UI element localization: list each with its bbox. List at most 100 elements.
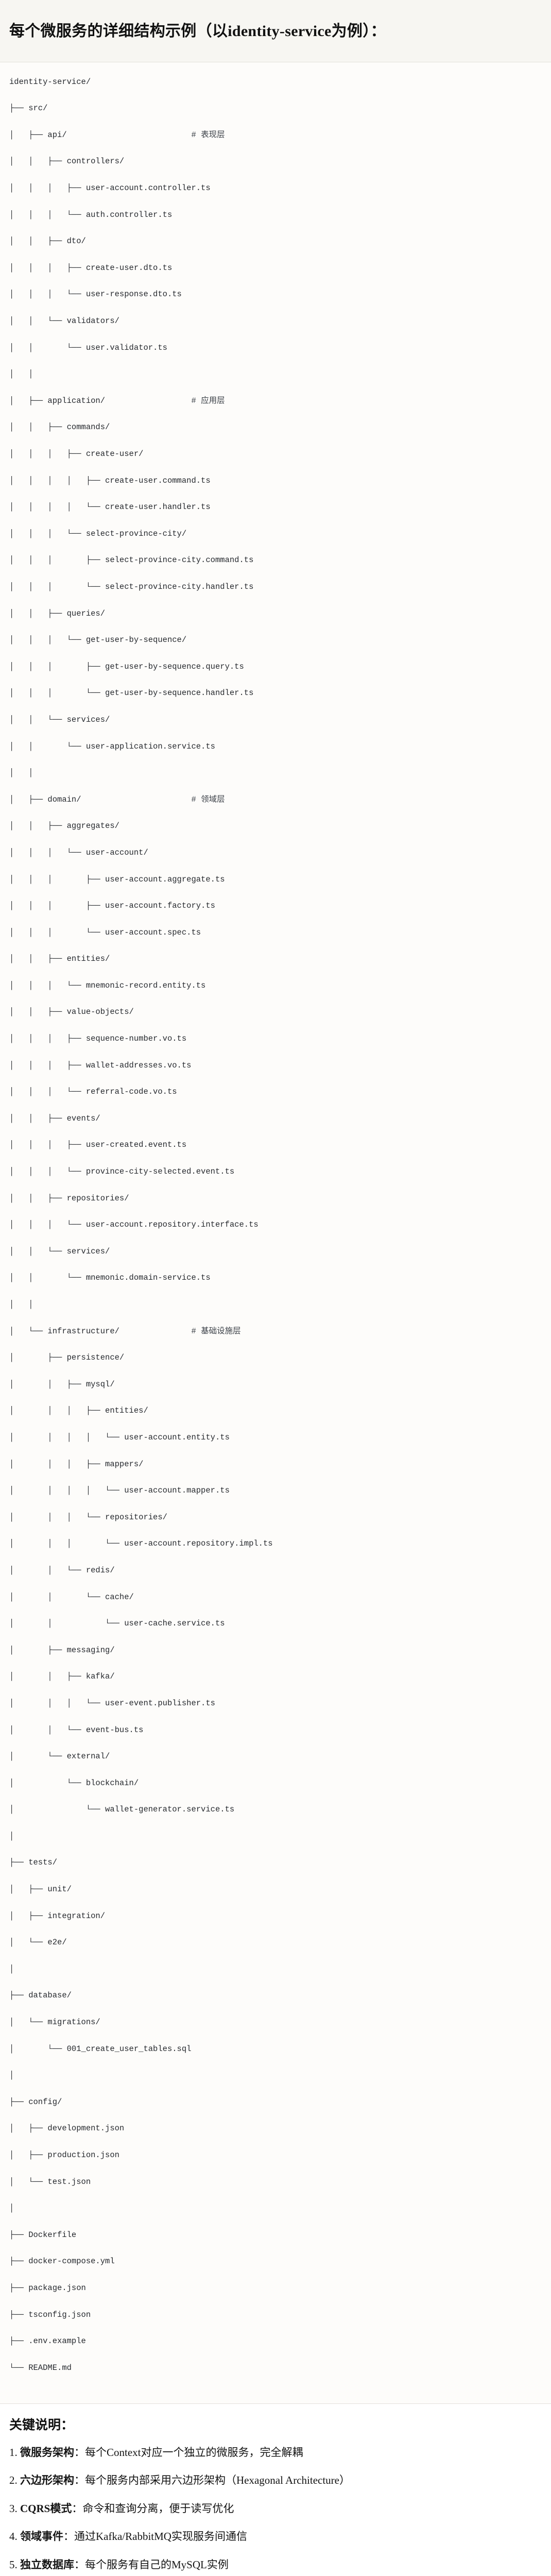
tree-line: │ │ │ └── select-province-city/ <box>9 529 187 538</box>
tree-line: │ │ │ │ ├── create-user.command.ts <box>9 476 211 485</box>
tree-line: identity-service/ <box>9 77 91 87</box>
tree-line: │ │ │ └── user-event.publisher.ts <box>9 1698 215 1708</box>
key-note-number: 4. <box>9 2530 20 2543</box>
tree-line: │ └── blockchain/ <box>9 1778 139 1788</box>
tree-line: │ │ └── validators/ <box>9 316 119 326</box>
tree-line: │ │ │ └── user-account.repository.interf… <box>9 1220 259 1230</box>
tree-line: │ ├── persistence/ <box>9 1353 125 1363</box>
tree-line: │ │ │ └── user-response.dto.ts <box>9 290 182 299</box>
key-note-number: 3. <box>9 2502 20 2515</box>
tree-line: │ │ ├── aggregates/ <box>9 821 119 831</box>
tree-line: │ │ └── event-bus.ts <box>9 1725 144 1735</box>
tree-line: │ └── migrations/ <box>9 2018 100 2027</box>
tree-line: │ │ ├── entities/ <box>9 954 110 964</box>
tree-line: │ ├── api/ # 表现层 <box>9 130 225 140</box>
tree-line: │ │ ├── value-objects/ <box>9 1007 134 1017</box>
key-note-description: ：命令和查询分离，便于读写优化 <box>72 2502 234 2515</box>
tree-line: │ <box>9 1964 14 1974</box>
tree-line: ├── tests/ <box>9 1858 58 1868</box>
tree-line: │ └── 001_create_user_tables.sql <box>9 2044 192 2054</box>
tree-line: │ │ └── user.validator.ts <box>9 343 167 352</box>
tree-line: │ │ │ ├── sequence-number.vo.ts <box>9 1034 187 1044</box>
tree-line: │ │ │ └── mnemonic-record.entity.ts <box>9 980 206 990</box>
tree-line: │ │ ├── commands/ <box>9 422 110 432</box>
tree-line: │ │ <box>9 369 33 379</box>
tree-line: │ └── wallet-generator.service.ts <box>9 1805 235 1815</box>
tree-line: │ │ <box>9 768 33 778</box>
tree-line: │ │ │ ├── create-user/ <box>9 449 144 459</box>
tree-line: │ <box>9 2204 14 2213</box>
tree-line: ├── src/ <box>9 104 48 113</box>
tree-line: │ │ │ ├── user-account.aggregate.ts <box>9 874 225 884</box>
tree-line: │ ├── domain/ # 领域层 <box>9 794 225 804</box>
tree-line: │ ├── production.json <box>9 2150 119 2160</box>
tree-line: │ │ ├── events/ <box>9 1113 100 1123</box>
key-notes-title: 关键说明： <box>9 2418 74 2433</box>
key-note-item: 5. 独立数据库：每个服务有自己的MySQL实例 <box>9 2557 542 2572</box>
directory-tree-code: identity-service/ ├── src/ │ ├── api/ # … <box>9 76 542 2375</box>
tree-line: │ │ │ └── user-account.spec.ts <box>9 927 201 937</box>
tree-line: │ │ │ ├── wallet-addresses.vo.ts <box>9 1060 192 1070</box>
tree-line: │ │ ├── queries/ <box>9 608 106 618</box>
tree-line: │ │ │ ├── user-created.event.ts <box>9 1140 187 1150</box>
tree-line: │ │ │ └── province-city-selected.event.t… <box>9 1167 235 1177</box>
tree-line: │ ├── messaging/ <box>9 1645 115 1655</box>
key-note-term: 微服务架构 <box>20 2446 74 2459</box>
tree-line: │ ├── unit/ <box>9 1885 72 1894</box>
tree-line: ├── tsconfig.json <box>9 2310 91 2319</box>
tree-line: │ ├── integration/ <box>9 1911 106 1921</box>
tree-layer-comment: # 基础设施层 <box>191 1326 241 1336</box>
tree-line: ├── config/ <box>9 2097 62 2107</box>
tree-line: │ │ │ ├── entities/ <box>9 1406 148 1416</box>
tree-line: │ └── test.json <box>9 2177 91 2187</box>
tree-line: │ │ │ └── auth.controller.ts <box>9 210 173 219</box>
tree-line: │ │ │ └── get-user-by-sequence.handler.t… <box>9 688 254 698</box>
key-note-term: CQRS模式 <box>20 2502 72 2515</box>
tree-line: │ │ ├── dto/ <box>9 236 86 246</box>
tree-line: │ <box>9 2071 14 2080</box>
tree-line: │ │ │ ├── mappers/ <box>9 1459 144 1469</box>
key-note-description: ：每个服务有自己的MySQL实例 <box>74 2558 229 2571</box>
tree-line: │ │ <box>9 1300 33 1309</box>
tree-line: │ │ ├── kafka/ <box>9 1672 115 1682</box>
tree-line: │ │ │ │ └── create-user.handler.ts <box>9 502 211 512</box>
tree-line: │ │ └── services/ <box>9 1246 110 1256</box>
key-note-number: 2. <box>9 2474 20 2487</box>
tree-layer-comment: # 表现层 <box>191 130 225 140</box>
tree-line: │ │ │ └── user-account.repository.impl.t… <box>9 1539 273 1549</box>
tree-line: │ │ └── user-cache.service.ts <box>9 1619 225 1629</box>
tree-line: │ │ ├── mysql/ <box>9 1379 115 1389</box>
tree-line: │ │ └── services/ <box>9 715 110 724</box>
page-title: 每个微服务的详细结构示例（以identity-service为例）： <box>9 23 386 40</box>
key-note-number: 5. <box>9 2558 20 2571</box>
tree-line: │ └── e2e/ <box>9 1938 67 1947</box>
key-note-term: 领域事件 <box>20 2530 63 2543</box>
tree-line: │ │ │ ├── user-account.factory.ts <box>9 901 215 911</box>
tree-line: │ │ │ │ └── user-account.entity.ts <box>9 1432 230 1442</box>
tree-line: │ │ │ ├── select-province-city.command.t… <box>9 555 254 565</box>
tree-line: │ │ ├── repositories/ <box>9 1193 129 1203</box>
tree-line: │ <box>9 1831 14 1841</box>
tree-line: ├── .env.example <box>9 2336 86 2346</box>
tree-line: ├── database/ <box>9 1991 72 2001</box>
tree-line: │ │ └── redis/ <box>9 1565 115 1575</box>
tree-layer-comment: # 应用层 <box>191 396 225 405</box>
directory-tree: identity-service/ ├── src/ │ ├── api/ # … <box>9 76 542 2388</box>
key-note-item: 4. 领域事件：通过Kafka/RabbitMQ实现服务间通信 <box>9 2529 542 2544</box>
tree-line: │ ├── application/ # 应用层 <box>9 396 225 405</box>
tree-line: ├── Dockerfile <box>9 2230 77 2240</box>
tree-line: │ ├── development.json <box>9 2124 125 2133</box>
tree-line: │ │ │ └── repositories/ <box>9 1512 167 1522</box>
tree-line: │ │ │ └── user-account/ <box>9 848 148 857</box>
tree-line: ├── package.json <box>9 2283 86 2293</box>
tree-line: │ │ └── mnemonic.domain-service.ts <box>9 1273 211 1283</box>
tree-line: │ │ ├── controllers/ <box>9 157 125 166</box>
tree-line: │ │ │ ├── create-user.dto.ts <box>9 263 173 273</box>
tree-line: └── README.md <box>9 2363 72 2372</box>
tree-line: │ │ └── user-application.service.ts <box>9 741 215 751</box>
tree-line: │ │ │ ├── user-account.controller.ts <box>9 183 211 193</box>
tree-line: │ └── infrastructure/ # 基础设施层 <box>9 1326 241 1336</box>
tree-layer-comment: # 领域层 <box>191 794 225 804</box>
